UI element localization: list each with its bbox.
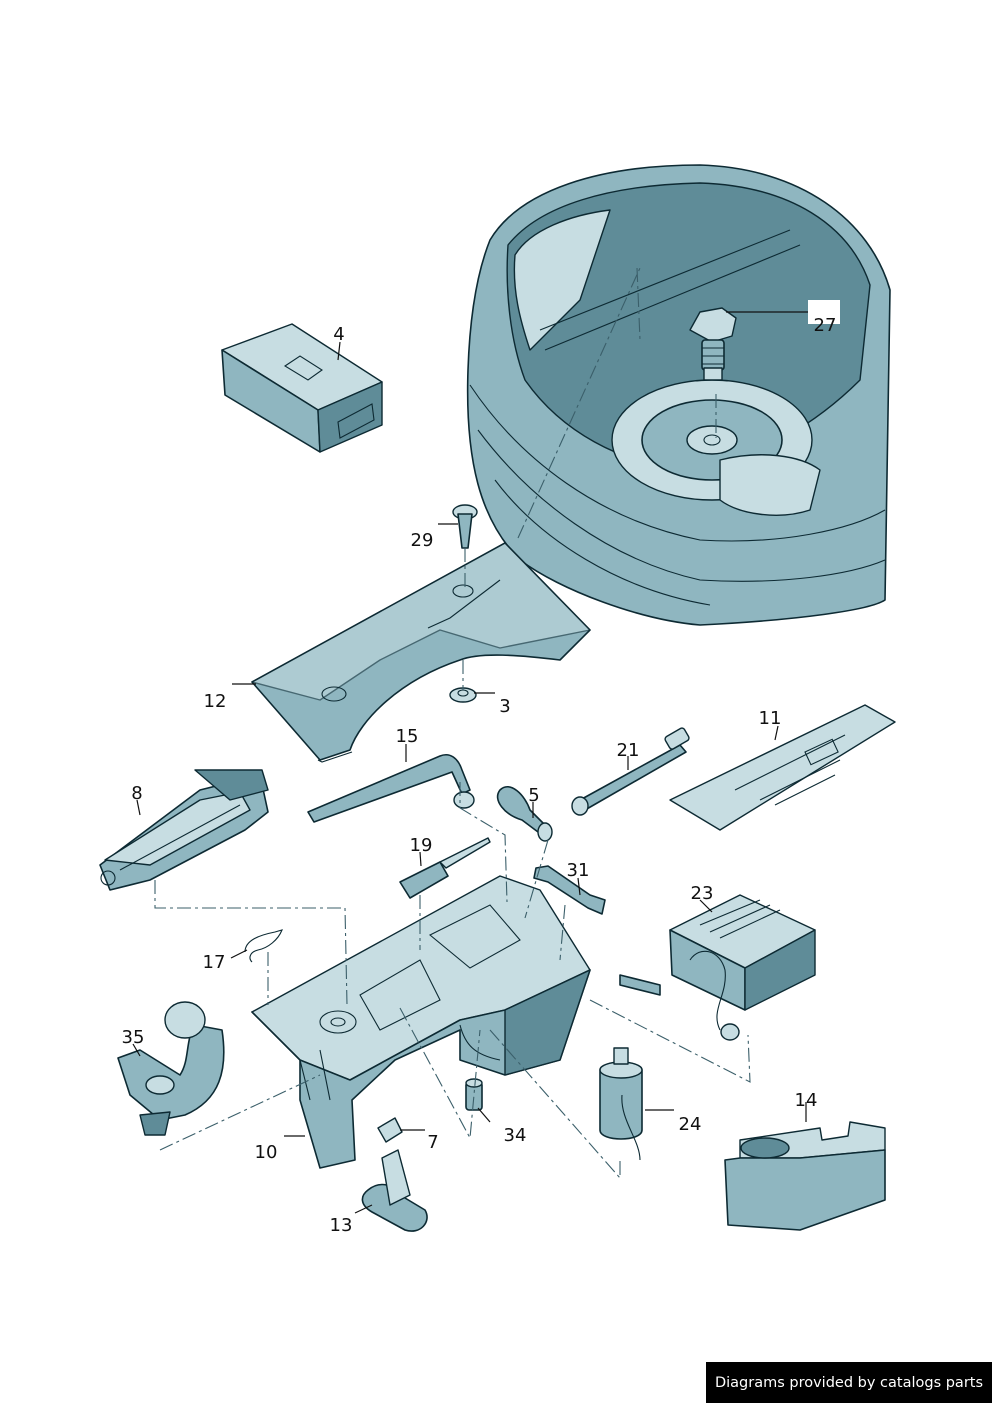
callout-24: 24: [679, 1114, 702, 1135]
callout-12: 12: [204, 691, 227, 712]
sealant-bottle: [599, 1047, 643, 1161]
extension-bar: [571, 727, 690, 816]
callout-14: 14: [795, 1090, 818, 1111]
callout-27-box: [808, 300, 840, 324]
clip: [244, 929, 283, 963]
callout-11: 11: [759, 708, 782, 729]
tool-tray: [251, 875, 591, 1169]
credit-banner: Diagrams provided by catalogs parts: [706, 1362, 992, 1403]
first-aid-kit: [221, 323, 383, 453]
callout-19: 19: [410, 835, 433, 856]
callout-15: 15: [396, 726, 419, 747]
foam-insert: [724, 1121, 886, 1231]
callout-23: 23: [691, 883, 714, 904]
callout-31: 31: [567, 860, 590, 881]
callout-35: 35: [122, 1027, 145, 1048]
callout-8: 8: [131, 783, 142, 804]
wheel-wrench: [307, 754, 475, 823]
spanner: [533, 865, 606, 915]
spare-wheel-bolt: [689, 307, 737, 381]
adapter: [465, 1078, 483, 1111]
leader-lines: [132, 311, 810, 1214]
callout-13: 13: [330, 1215, 353, 1236]
callout-17: 17: [203, 952, 226, 973]
reference-lines: [154, 267, 751, 1180]
tyre-compressor: [619, 894, 816, 1041]
callout-34: 34: [504, 1125, 527, 1146]
screwdriver: [399, 837, 491, 899]
callout-5: 5: [528, 785, 539, 806]
callout-27: 27: [814, 315, 837, 336]
callout-labels: 4 27 29 12 3 11 15 21 5 8 19 31 23 17 35…: [122, 315, 837, 1236]
flat-panel: [669, 704, 896, 831]
holder: [361, 1149, 428, 1232]
callout-21: 21: [617, 740, 640, 761]
car-jack: [99, 769, 269, 891]
bolt-29: [452, 504, 478, 549]
callout-29: 29: [411, 530, 434, 551]
grommet: [449, 687, 477, 703]
callout-7: 7: [427, 1132, 438, 1153]
clip-nut: [377, 1117, 403, 1143]
callout-10: 10: [255, 1142, 278, 1163]
callout-4: 4: [333, 324, 344, 345]
car-rear-luggage-compartment: [466, 164, 891, 626]
tow-hook-bracket: [117, 1001, 225, 1136]
callout-3: 3: [499, 696, 510, 717]
towing-eye: [496, 786, 553, 842]
floor-panel: [251, 542, 591, 763]
credit-text: Diagrams provided by catalogs parts: [714, 1374, 984, 1391]
